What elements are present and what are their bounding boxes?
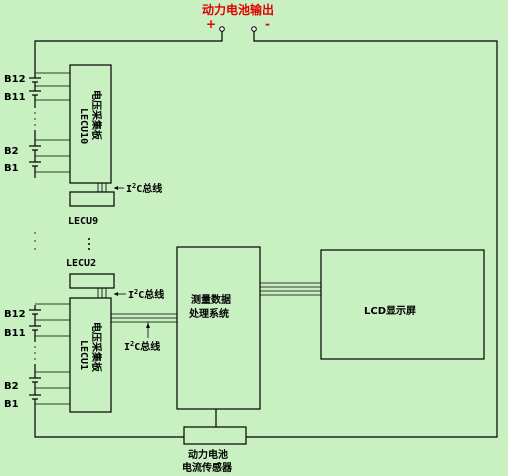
cell-label-b1-bottom: B1 <box>4 399 19 410</box>
processor-line2: 处理系统 <box>188 307 229 320</box>
measurement-processor-box <box>176 246 261 410</box>
lecu10-board-title: 电压采集板 <box>90 90 103 141</box>
cell-label-b2-bottom: B2 <box>4 381 19 392</box>
i2c-link-bottom <box>69 273 126 298</box>
battery-stack-top <box>29 72 70 178</box>
lcd-display-box <box>320 249 485 360</box>
i2c-label-processor: I2C总线 <box>124 340 160 353</box>
sensor-label-line2: 电流传感器 <box>182 461 233 474</box>
output-title: 动力电池输出 <box>202 2 274 17</box>
current-sensor-box <box>183 426 247 445</box>
lecu10-board-id: LECU10 <box>78 108 89 144</box>
cell-label-b2-top: B2 <box>4 146 19 157</box>
i2c-link-top <box>69 183 124 207</box>
lcd-data-bus <box>260 282 321 296</box>
lecu1-board <box>69 297 112 413</box>
output-minus: - <box>265 17 270 31</box>
processor-line1: 测量数据 <box>191 293 231 306</box>
lcd-display-label: LCD显示屏 <box>364 305 416 317</box>
battery-stack-bottom <box>29 303 70 408</box>
lecu1-board-title: 电压采集板 <box>90 322 103 373</box>
lecu9-label: LECU9 <box>68 216 98 227</box>
lecu1-board-id: LECU1 <box>78 340 89 370</box>
cell-label-b11-bottom: B11 <box>4 328 26 339</box>
lecu10-board <box>69 64 112 184</box>
cell-label-b12-top: B12 <box>4 74 26 85</box>
positive-main-wire <box>34 31 223 75</box>
module-continuation-dots <box>88 238 90 250</box>
i2c-label-middle: I2C总线 <box>128 288 164 301</box>
output-plus: + <box>206 17 216 31</box>
minus-terminal <box>251 26 257 32</box>
i2c-label-top: I2C总线 <box>126 182 162 195</box>
cell-label-b12-bottom: B12 <box>4 309 26 320</box>
cell-label-b11-top: B11 <box>4 92 26 103</box>
plus-terminal <box>219 26 225 32</box>
i2c-bus-to-processor <box>111 313 177 338</box>
negative-main-wire <box>246 31 498 438</box>
sensor-label-line1: 动力电池 <box>188 448 228 461</box>
cell-label-b1-top: B1 <box>4 163 19 174</box>
lecu2-label: LECU2 <box>66 258 96 269</box>
sensor-return-wire <box>34 408 184 438</box>
